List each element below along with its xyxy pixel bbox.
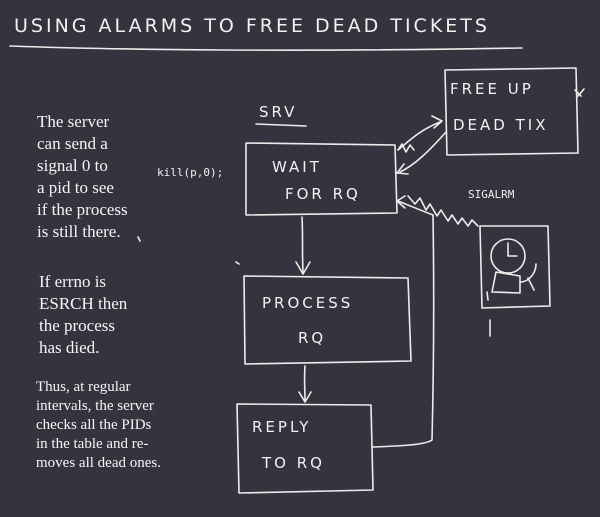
loop-back-line <box>371 195 435 448</box>
free-box-line1: FREE UP <box>450 80 534 98</box>
arrow-wait-to-process <box>295 216 311 275</box>
note-signal-zero: The server can send a signal 0 to a pid … <box>37 111 128 243</box>
srv-label: SRV <box>259 103 297 121</box>
wait-box-line1: WAIT <box>272 158 322 176</box>
sigalrm-label: SIGALRM <box>468 188 515 201</box>
arrow-process-to-reply <box>298 365 312 403</box>
note-line: If errno is <box>39 272 107 291</box>
alarm-clock-icon <box>479 225 551 337</box>
reply-box-line1: REPLY <box>252 418 311 436</box>
arrow-wait-to-free <box>397 115 443 153</box>
arrow-free-to-wait <box>396 131 447 175</box>
note-line: Thus, at regular <box>36 379 131 395</box>
srv-underline <box>255 123 307 127</box>
free-box-line2: DEAD TIX <box>453 116 548 134</box>
wait-for-rq-box: WAIT FOR RQ <box>245 142 398 216</box>
process-box-line2: RQ <box>298 329 326 347</box>
kill-code-label: kill(p,0); <box>157 166 224 179</box>
note-line: ESRCH then <box>39 294 128 313</box>
note-errno: If errno is ESRCH then the process has d… <box>39 271 127 359</box>
process-rq-box: PROCESS RQ <box>243 275 412 365</box>
chalk-tick <box>137 236 141 242</box>
note-line: in the table and re- <box>36 436 149 452</box>
note-line: if the process <box>37 200 128 219</box>
note-line: the process <box>39 316 116 335</box>
note-regular-intervals: Thus, at regular intervals, the server c… <box>36 378 161 473</box>
wait-box-line2: FOR RQ <box>285 185 361 203</box>
note-line: The server <box>37 112 110 131</box>
process-box-line1: PROCESS <box>262 294 353 312</box>
note-line: has died. <box>39 338 100 357</box>
note-line: moves all dead ones. <box>36 455 161 471</box>
note-line: signal 0 to <box>37 156 108 175</box>
title-underline <box>9 45 523 51</box>
page-title: USING ALARMS TO FREE DEAD TICKETS <box>14 15 490 37</box>
note-line: a pid to see <box>37 178 114 197</box>
free-up-dead-tix-box: FREE UP DEAD TIX <box>444 67 585 156</box>
note-line: intervals, the server <box>36 398 154 414</box>
note-line: is still there. <box>37 222 121 241</box>
sigalrm-squiggle <box>407 195 479 227</box>
note-line: can send a <box>37 134 108 153</box>
chalk-tick-2 <box>235 261 240 265</box>
reply-box-line2: TO RQ <box>261 454 325 472</box>
reply-to-rq-box: REPLY TO RQ <box>236 403 374 494</box>
note-line: checks all the PIDs <box>36 417 152 433</box>
